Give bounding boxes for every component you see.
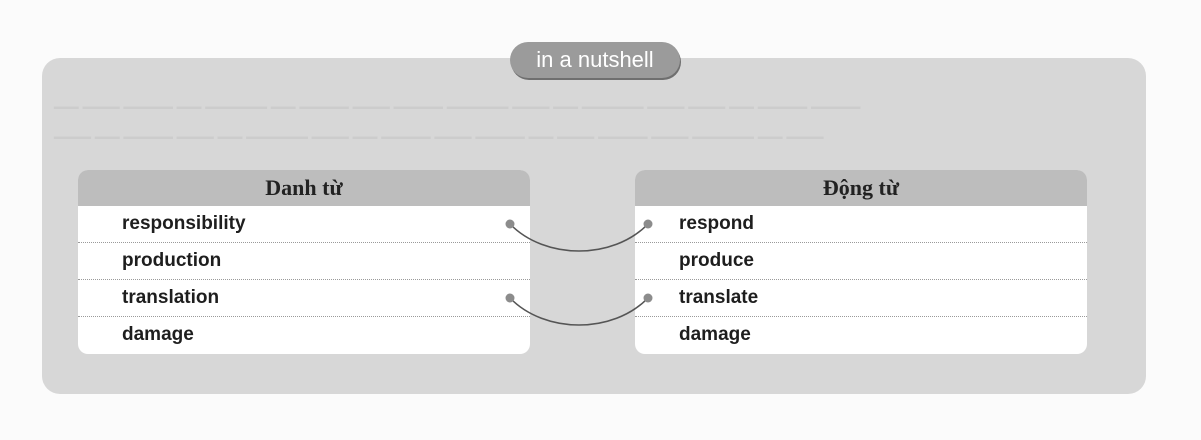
verbs-list: respond produce translate damage	[635, 206, 1087, 354]
in-a-nutshell-badge: in a nutshell	[510, 42, 680, 78]
verb-item: respond	[635, 206, 1087, 243]
verb-item: produce	[635, 243, 1087, 280]
connector-curve	[509, 223, 649, 252]
noun-item: responsibility	[78, 206, 530, 243]
verbs-header: Động từ	[635, 170, 1087, 206]
nouns-header: Danh từ	[78, 170, 530, 206]
verb-item: damage	[679, 324, 751, 345]
connector-dot	[505, 219, 515, 229]
verbs-column: Động từ respond produce translate damage	[635, 170, 1087, 354]
background-bleed-through: ▁▁ ▁▁▁ ▁▁▁▁ ▁▁ ▁▁▁▁▁ ▁▁ ▁▁▁▁ ▁▁▁ ▁▁▁▁ ▁▁…	[42, 92, 861, 139]
connector-curve	[509, 297, 649, 326]
noun-item: damage	[122, 324, 194, 345]
nouns-column: Danh từ responsibility production transl…	[78, 170, 530, 354]
noun-item: translation	[78, 280, 530, 317]
verb-item: translate	[635, 280, 1087, 317]
connector-dot	[643, 219, 653, 229]
noun-item: production	[78, 243, 530, 280]
connector-dot	[643, 293, 653, 303]
connector-dot	[505, 293, 515, 303]
nouns-list: responsibility production translation da…	[78, 206, 530, 354]
